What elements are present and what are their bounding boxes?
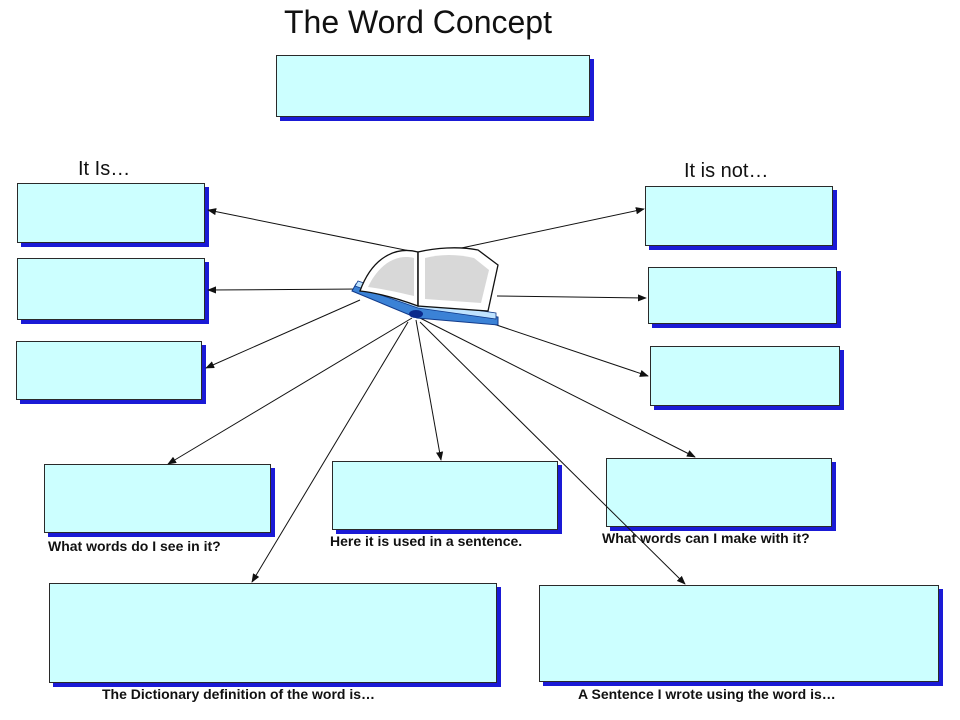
sentence-wrote-label: A Sentence I wrote using the word is…	[578, 686, 836, 702]
words-see-box[interactable]	[44, 464, 271, 533]
arrow-to-it-is-not-1	[451, 207, 645, 251]
words-make-box[interactable]	[606, 458, 832, 527]
used-sentence-label: Here it is used in a sentence.	[330, 533, 523, 549]
arrow-to-it-is-2	[207, 286, 361, 294]
arrow-to-it-is-not-2	[496, 294, 647, 302]
arrow-to-used-sentence	[415, 319, 444, 461]
it-is-not-box-1[interactable]	[645, 186, 833, 246]
it-is-box-3[interactable]	[16, 341, 202, 400]
arrow-to-it-is-1	[207, 208, 416, 253]
word-box[interactable]	[276, 55, 590, 117]
it-is-not-heading: It is not…	[684, 160, 769, 182]
words-make-label: What words can I make with it?	[602, 530, 810, 546]
words-see-label: What words do I see in it?	[48, 538, 221, 554]
dictionary-box[interactable]	[49, 583, 497, 683]
used-sentence-box[interactable]	[332, 461, 558, 530]
open-book-icon	[351, 247, 499, 326]
arrow-to-words-make	[419, 317, 696, 458]
it-is-not-box-3[interactable]	[650, 346, 840, 406]
dictionary-label: The Dictionary definition of the word is…	[102, 686, 376, 702]
it-is-box-2[interactable]	[17, 258, 205, 320]
sentence-wrote-box[interactable]	[539, 585, 939, 682]
it-is-not-box-2[interactable]	[648, 267, 837, 324]
arrow-to-sentence-wrote	[419, 321, 686, 585]
arrow-to-words-see	[167, 317, 413, 465]
arrow-to-dictionary	[251, 321, 409, 583]
diagram-title: The Word Concept	[284, 4, 552, 40]
it-is-box-1[interactable]	[17, 183, 205, 243]
arrow-to-it-is-3	[205, 299, 361, 369]
it-is-heading: It Is…	[78, 158, 131, 180]
